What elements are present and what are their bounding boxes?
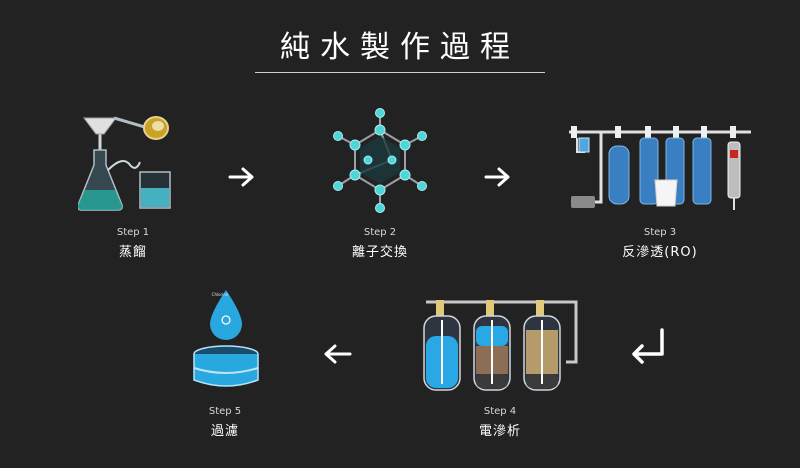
reverse-osmosis-system-icon [569, 126, 751, 210]
water-droplet-basin-icon [193, 290, 259, 387]
step-1: Step 1 蒸餾 [78, 227, 188, 260]
step-2: Step 2 離子交換 [325, 227, 435, 260]
step-4-number: Step 4 [483, 406, 517, 417]
molecule-icon [333, 108, 427, 213]
step-1-name: 蒸餾 [118, 245, 147, 260]
page-title: 純水製作過程 [280, 30, 520, 65]
arrow-left-icon [324, 344, 352, 364]
distillation-apparatus-icon [78, 116, 171, 211]
step-2-number: Step 2 [363, 227, 397, 238]
title-underline [255, 72, 545, 73]
chlorine-label: Chlorine [211, 292, 229, 297]
step-5-number: Step 5 [208, 406, 242, 417]
arrow-right-icon [228, 167, 254, 187]
step-3: Step 3 反滲透(RO) [605, 227, 715, 260]
step-5: Step 5 過濾 [170, 406, 280, 439]
step-2-name: 離子交換 [351, 245, 408, 260]
arrow-return-left-icon [632, 328, 664, 364]
step-4-name: 電滲析 [478, 424, 521, 439]
arrow-right-icon [484, 167, 510, 187]
step-1-number: Step 1 [116, 227, 150, 238]
step-3-number: Step 3 [643, 227, 677, 238]
step-4: Step 4 電滲析 [445, 406, 555, 439]
step-3-name: 反滲透(RO) [622, 245, 698, 260]
electrodialysis-tanks-icon [423, 300, 578, 391]
step-5-name: 過濾 [210, 424, 239, 439]
